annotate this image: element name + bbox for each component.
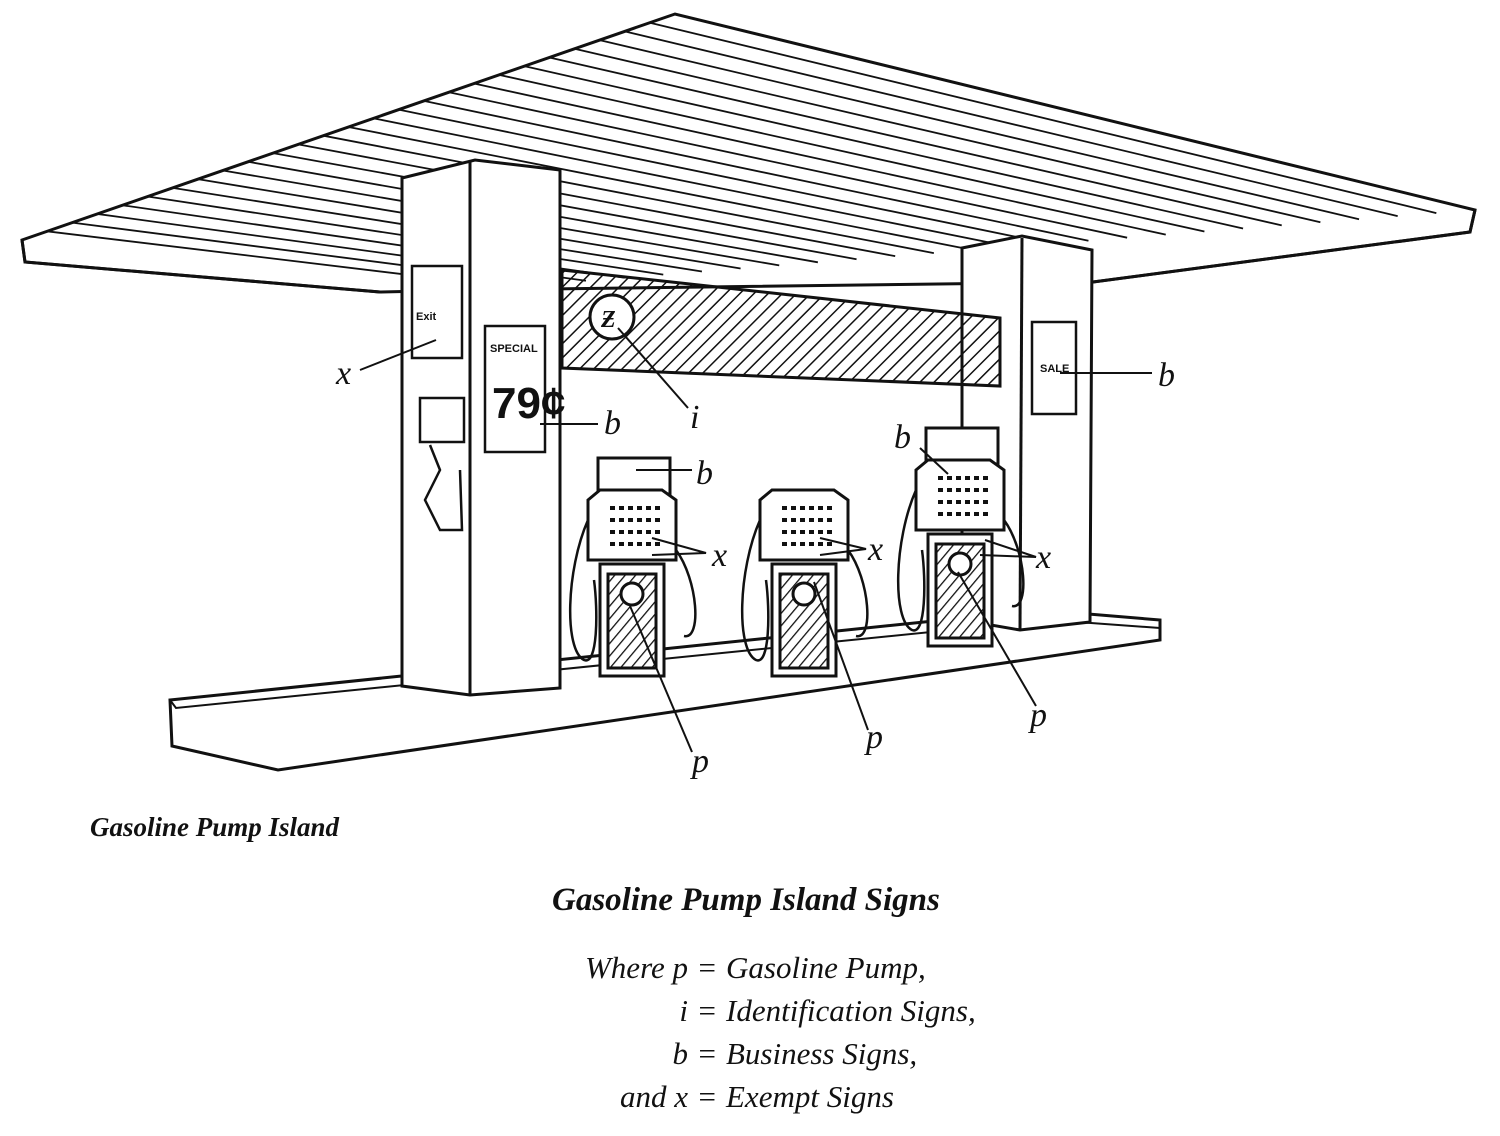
callout-p-pump3: p [1028, 697, 1047, 734]
legend-meaning: Exempt Signs [726, 1079, 894, 1122]
legend-symbol: i [520, 993, 688, 1036]
pump-head [916, 460, 1004, 530]
callout-p-pump1: p [690, 743, 709, 780]
left-column-price: 79¢ [492, 379, 565, 428]
callout-x-left-column: x [335, 355, 351, 392]
callout-b-left-column: b [604, 405, 621, 442]
legend-row: and x=Exempt Signs [520, 1079, 976, 1122]
legend-meaning: Business Signs, [726, 1036, 917, 1079]
callout-i-band: i [690, 399, 699, 436]
legend-symbol: b [520, 1036, 688, 1079]
gas-pump [570, 458, 695, 676]
legend-meaning: Identification Signs, [726, 993, 976, 1036]
legend-row: Where p=Gasoline Pump, [520, 950, 976, 993]
callout-b-pump3-top: b [894, 419, 911, 456]
svg-text:Ƶ: Ƶ [600, 307, 616, 333]
callout-b-right-column: b [1158, 357, 1175, 394]
legend-row: i=Identification Signs, [520, 993, 976, 1036]
callout-b-pump1-top: b [696, 455, 713, 492]
callout-x-pump3: x [1035, 539, 1051, 576]
callout-p-pump2: p [864, 719, 883, 756]
pump-hose [848, 550, 867, 636]
legend-symbol: and x [520, 1079, 688, 1122]
canopy-roof [22, 14, 1475, 292]
pump-head [760, 490, 848, 560]
left-column-price-header: SPECIAL [490, 343, 538, 355]
callout-x-pump2: x [867, 531, 883, 568]
legend: Where p=Gasoline Pump, i=Identification … [520, 950, 976, 1122]
pump-logo-icon [949, 553, 971, 575]
legend-row: b=Business Signs, [520, 1036, 976, 1079]
callout-x-pump1: x [711, 537, 727, 574]
pump-logo-icon [621, 583, 643, 605]
legend-meaning: Gasoline Pump, [726, 950, 926, 993]
pump-head [588, 490, 676, 560]
left-column-top-sign-text: Exit [416, 311, 437, 323]
gas-station-illustration: Exit SPECIAL 79¢ SALE Ƶ x b i b b b [0, 0, 1500, 800]
figure-caption: Gasoline Pump Island [90, 812, 339, 843]
legend-symbol: Where p [520, 950, 688, 993]
pump-hose [676, 550, 695, 636]
legend-title: Gasoline Pump Island Signs [552, 882, 940, 919]
pump-logo-icon [793, 583, 815, 605]
